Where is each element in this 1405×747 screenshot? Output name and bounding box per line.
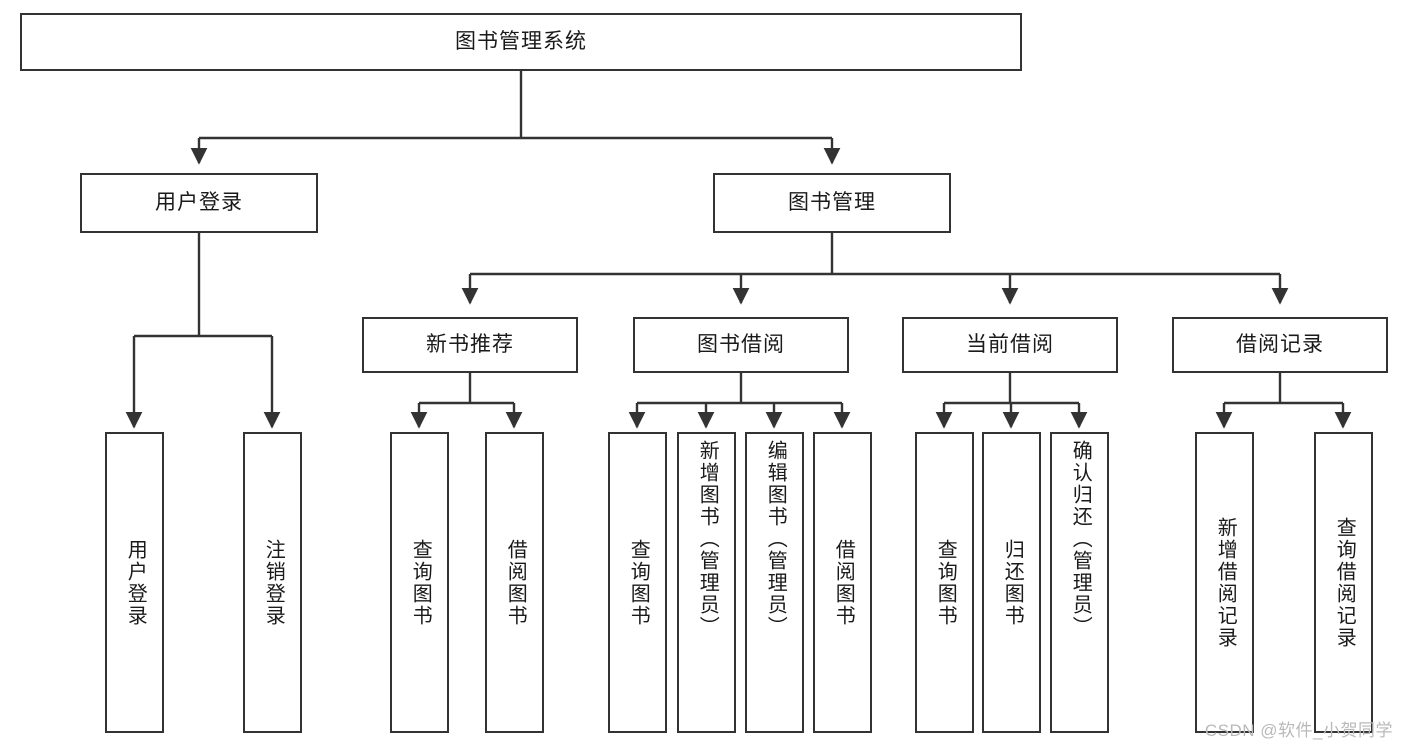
node-leaf-return-book[interactable]: 归还图书 (982, 432, 1041, 733)
node-leaf-confirm-return-label: 确认归还（管理员） (1069, 440, 1092, 638)
node-new-book-rec[interactable]: 新书推荐 (362, 317, 578, 373)
node-leaf-query-book-1-label: 查询图书 (409, 538, 432, 627)
node-leaf-query-book-2-label: 查询图书 (627, 538, 650, 627)
node-book-borrow-label: 图书借阅 (697, 333, 785, 357)
node-leaf-borrow-book-2[interactable]: 借阅图书 (813, 432, 872, 733)
node-leaf-confirm-return[interactable]: 确认归还（管理员） (1050, 432, 1109, 733)
node-leaf-user-logout[interactable]: 注销登录 (243, 432, 302, 733)
node-leaf-user-login-label: 用户登录 (124, 538, 147, 627)
node-leaf-borrow-book-1-label: 借阅图书 (504, 538, 527, 627)
node-leaf-query-book-3[interactable]: 查询图书 (915, 432, 974, 733)
node-leaf-add-book[interactable]: 新增图书（管理员） (677, 432, 736, 733)
node-leaf-query-book-1[interactable]: 查询图书 (390, 432, 449, 733)
node-leaf-user-login[interactable]: 用户登录 (105, 432, 164, 733)
node-leaf-edit-book-label: 编辑图书（管理员） (764, 440, 787, 638)
node-book-manage-label: 图书管理 (788, 191, 876, 215)
node-root[interactable]: 图书管理系统 (20, 13, 1022, 71)
node-borrow-record[interactable]: 借阅记录 (1172, 317, 1388, 373)
node-leaf-query-record-label: 查询借阅记录 (1333, 516, 1356, 649)
node-leaf-borrow-book-2-label: 借阅图书 (832, 538, 855, 627)
node-book-borrow[interactable]: 图书借阅 (633, 317, 849, 373)
node-leaf-query-record[interactable]: 查询借阅记录 (1314, 432, 1373, 733)
node-leaf-query-book-3-label: 查询图书 (934, 538, 957, 627)
node-user-login-label: 用户登录 (155, 191, 243, 215)
node-root-label: 图书管理系统 (455, 30, 587, 54)
node-current-borrow[interactable]: 当前借阅 (902, 317, 1118, 373)
node-borrow-record-label: 借阅记录 (1236, 333, 1324, 357)
node-leaf-edit-book[interactable]: 编辑图书（管理员） (745, 432, 804, 733)
node-leaf-add-record[interactable]: 新增借阅记录 (1195, 432, 1254, 733)
node-book-manage[interactable]: 图书管理 (713, 173, 951, 233)
node-user-login[interactable]: 用户登录 (80, 173, 318, 233)
node-new-book-rec-label: 新书推荐 (426, 333, 514, 357)
csdn-watermark: CSDN @软件_小贺同学 (1204, 721, 1393, 740)
node-leaf-borrow-book-1[interactable]: 借阅图书 (485, 432, 544, 733)
node-leaf-user-logout-label: 注销登录 (262, 538, 285, 627)
node-leaf-query-book-2[interactable]: 查询图书 (608, 432, 667, 733)
node-leaf-return-book-label: 归还图书 (1001, 538, 1024, 627)
node-current-borrow-label: 当前借阅 (966, 333, 1054, 357)
node-leaf-add-record-label: 新增借阅记录 (1214, 516, 1237, 649)
node-leaf-add-book-label: 新增图书（管理员） (696, 440, 719, 638)
